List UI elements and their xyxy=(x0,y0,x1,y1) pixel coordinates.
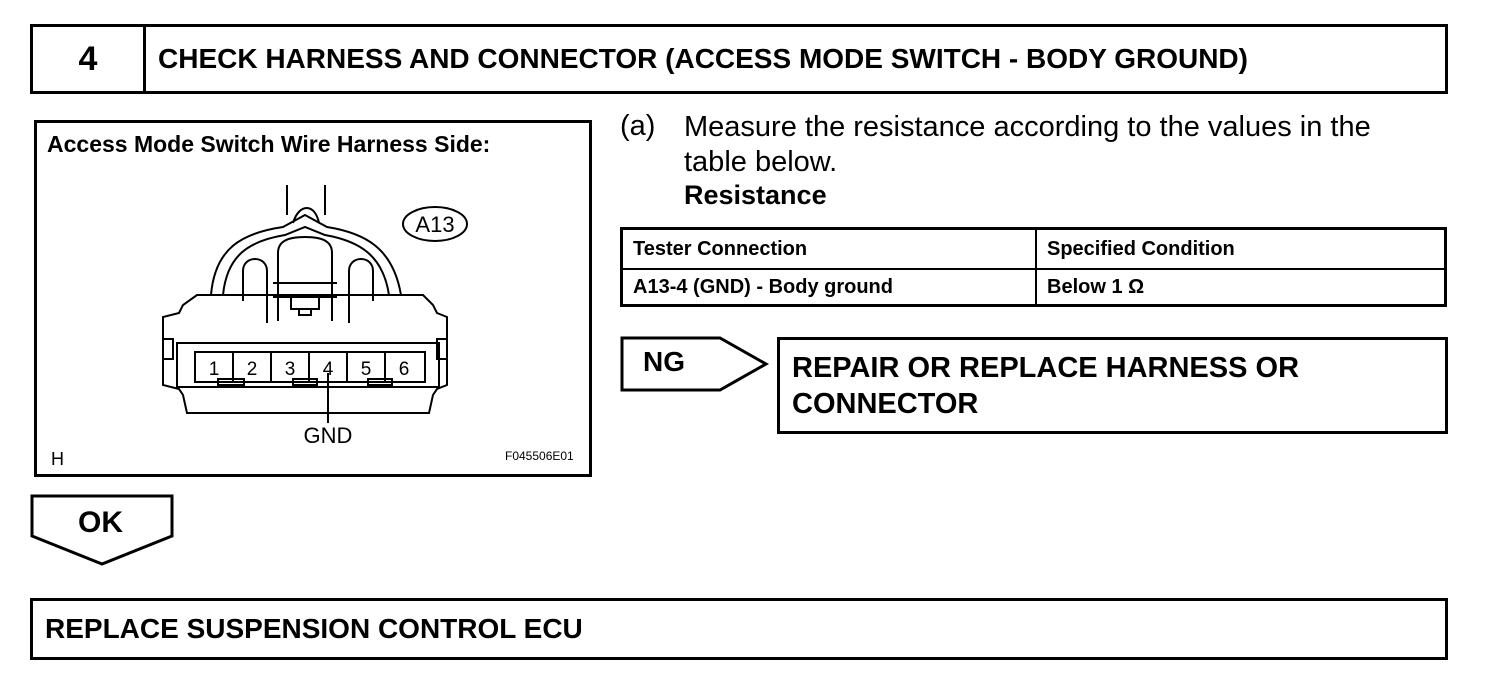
pin-label: 4 xyxy=(323,359,334,380)
gnd-label: GND xyxy=(304,423,353,448)
cell-tester-connection: A13-4 (GND) - Body ground xyxy=(623,268,1037,306)
pin-label: 6 xyxy=(399,359,410,380)
connector-illustration: 1 2 3 4 5 6 A13 GND xyxy=(162,185,468,448)
table-header-row: Tester Connection Specified Condition xyxy=(623,230,1444,270)
resistance-label: Resistance xyxy=(684,180,827,210)
figure-code: F045506E01 xyxy=(505,449,574,463)
step-title: CHECK HARNESS AND CONNECTOR (ACCESS MODE… xyxy=(158,43,1248,74)
instruction-marker: (a) xyxy=(620,110,656,142)
ok-arrow xyxy=(30,494,174,566)
connector-id-label: A13 xyxy=(415,212,454,237)
ng-label: NG xyxy=(643,346,685,377)
pin-label: 5 xyxy=(361,359,372,380)
connector-id-oval xyxy=(402,206,468,242)
spec-table: Tester Connection Specified Condition A1… xyxy=(620,227,1447,307)
header-tester-connection: Tester Connection xyxy=(623,230,1037,268)
instruction-text: Measure the resistance according to the … xyxy=(684,111,1371,178)
final-action-box: REPLACE SUSPENSION CONTROL ECU xyxy=(30,598,1448,660)
step-number: 4 xyxy=(33,27,146,91)
ng-arrow xyxy=(620,336,770,392)
pin-label: 3 xyxy=(285,359,296,380)
pin-label: 2 xyxy=(247,359,258,380)
ng-action-box: REPAIR OR REPLACE HARNESS OR CONNECTOR xyxy=(777,337,1448,434)
ok-label: OK xyxy=(78,506,123,539)
step-header: 4 CHECK HARNESS AND CONNECTOR (ACCESS MO… xyxy=(30,24,1448,94)
diagram-corner-letter: H xyxy=(51,449,64,469)
header-specified-condition: Specified Condition xyxy=(1047,237,1235,260)
pin-label: 1 xyxy=(209,359,220,380)
connector-diagram: 1 2 3 4 5 6 A13 GND Access Mode Switch Wire H… xyxy=(34,120,592,477)
cell-specified-condition: Below 1 Ω xyxy=(1047,275,1145,298)
table-row: A13-4 (GND) - Body ground Below 1 Ω xyxy=(623,268,1444,306)
diagram-title: Access Mode Switch Wire Harness Side: xyxy=(47,131,491,157)
